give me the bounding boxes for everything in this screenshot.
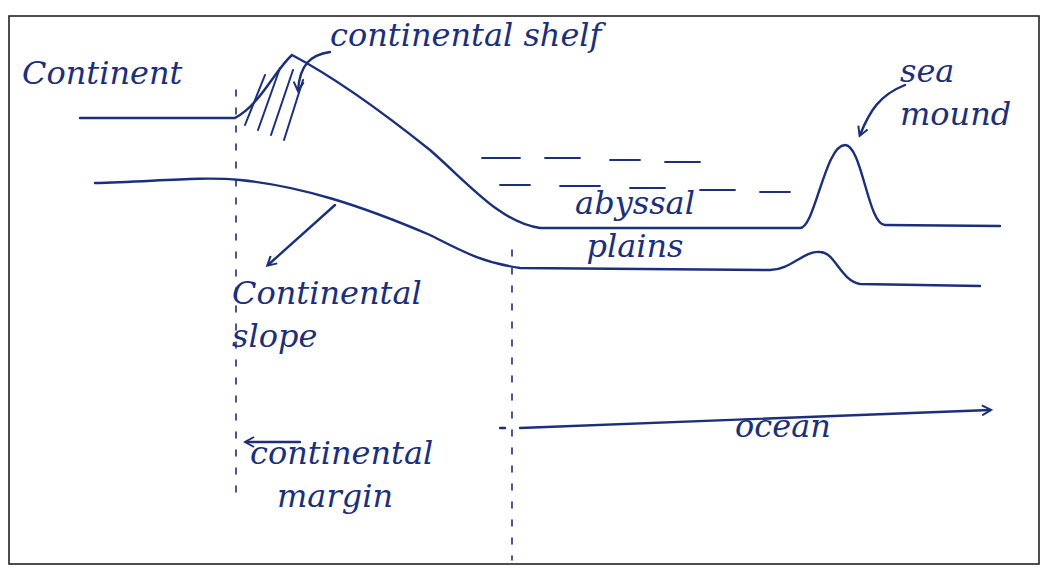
lower-profile (95, 179, 980, 286)
mound-label: sea mound (900, 50, 1040, 136)
slope-label: Continental slope (232, 272, 442, 358)
shelf-leader (298, 52, 330, 90)
slope-leader (268, 205, 335, 265)
ocean-arrow-tail (500, 427, 505, 429)
shelf-label: continental shelf (330, 14, 710, 57)
ocean-label: ocean (735, 405, 855, 448)
plains-label: abyssal plains (560, 182, 710, 268)
continent-label: Continent (22, 52, 222, 95)
shelf-hatching (245, 68, 303, 140)
margin-label: continental margin (250, 432, 420, 518)
ocean-divider (511, 250, 513, 560)
frame (9, 16, 1039, 564)
mound-leader (860, 85, 905, 135)
upper-profile (80, 55, 1000, 228)
